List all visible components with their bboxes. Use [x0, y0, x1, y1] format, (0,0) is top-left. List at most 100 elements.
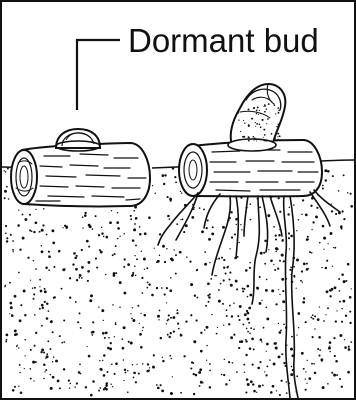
soil-dot: [139, 233, 142, 236]
soil-dot: [204, 251, 206, 253]
soil-dot: [204, 263, 207, 266]
soil-dot: [125, 372, 127, 374]
soil-dot: [200, 381, 203, 384]
soil-dot: [112, 304, 114, 306]
soil-dot: [52, 361, 53, 362]
soil-dot: [130, 218, 132, 220]
soil-dot: [158, 319, 159, 320]
shoot-dot: [255, 122, 256, 123]
soil-dot: [252, 383, 254, 385]
soil-dot: [172, 316, 175, 319]
soil-dot: [199, 207, 201, 209]
soil-dot: [249, 267, 251, 269]
soil-dot: [133, 377, 135, 379]
soil-dot: [264, 263, 266, 265]
soil-dot: [222, 226, 225, 229]
soil-dot: [245, 354, 247, 356]
soil-dot: [69, 296, 71, 298]
soil-dot: [5, 225, 7, 227]
shoot-dot: [238, 119, 239, 120]
soil-dot: [208, 296, 210, 298]
soil-dot: [166, 323, 167, 324]
soil-dot: [39, 279, 41, 281]
soil-dot: [238, 347, 240, 349]
soil-dot: [78, 312, 80, 314]
soil-dot: [161, 287, 163, 289]
shoot-dot: [254, 140, 255, 141]
soil-dot: [18, 386, 19, 387]
soil-dot: [218, 289, 220, 291]
soil-dot: [111, 363, 113, 365]
soil-dot: [333, 374, 336, 377]
soil-dot: [223, 259, 225, 261]
soil-dot: [200, 332, 202, 334]
soil-dot: [43, 208, 45, 210]
soil-dot: [245, 269, 248, 272]
soil-dot: [34, 345, 36, 347]
soil-dot: [248, 307, 251, 310]
shoot-dot: [268, 103, 270, 105]
soil-dot: [307, 238, 309, 240]
shoot-dot: [248, 136, 250, 138]
soil-dot: [131, 318, 133, 320]
soil-dot: [270, 260, 273, 263]
soil-dot: [318, 336, 321, 339]
soil-dot: [275, 347, 278, 350]
soil-dot: [216, 275, 217, 276]
soil-dot: [325, 314, 326, 315]
soil-dot: [267, 214, 270, 217]
soil-dot: [180, 191, 181, 192]
soil-dot: [264, 371, 265, 372]
soil-dot: [305, 378, 306, 379]
soil-dot: [11, 314, 14, 317]
soil-dot: [311, 229, 312, 230]
soil-dot: [282, 300, 285, 303]
soil-dot: [223, 279, 225, 281]
soil-dot: [112, 386, 113, 387]
soil-dot: [339, 334, 342, 337]
soil-dot: [265, 307, 267, 309]
shoot-dot: [277, 136, 278, 137]
soil-dot: [329, 295, 331, 297]
soil-dot: [319, 349, 321, 351]
soil-dot: [344, 346, 347, 349]
soil-dot: [18, 209, 19, 210]
soil-dot: [46, 302, 48, 304]
soil-dot: [332, 175, 334, 177]
soil-dot: [175, 181, 177, 183]
soil-dot: [18, 272, 20, 274]
soil-dot: [157, 387, 160, 390]
soil-dot: [162, 357, 163, 358]
soil-dot: [208, 238, 211, 241]
soil-dot: [220, 283, 222, 285]
soil-dot: [181, 192, 182, 193]
soil-dot: [239, 305, 242, 308]
soil-dot: [323, 320, 325, 322]
soil-dot: [85, 386, 87, 388]
soil-dot: [326, 260, 328, 262]
soil-dot: [209, 386, 212, 389]
soil-dot: [156, 384, 158, 386]
soil-dot: [249, 347, 252, 350]
soil-dot: [147, 363, 149, 365]
soil-dot: [63, 319, 65, 321]
soil-dot: [57, 380, 60, 383]
soil-dot: [23, 290, 26, 293]
soil-dot: [230, 211, 232, 213]
soil-dot: [277, 267, 279, 269]
soil-dot: [293, 266, 295, 268]
soil-dot: [63, 368, 65, 370]
soil-dot: [237, 315, 239, 317]
soil-dot: [30, 280, 31, 281]
soil-dot: [228, 323, 230, 325]
soil-dot: [123, 359, 125, 361]
soil-dot: [207, 295, 209, 297]
soil-dot: [19, 364, 21, 366]
soil-dot: [92, 228, 94, 230]
soil-dot: [328, 347, 331, 350]
soil-dot: [178, 328, 180, 330]
soil-dot: [117, 238, 118, 239]
soil-dot: [106, 236, 109, 239]
soil-dot: [232, 362, 234, 364]
shoot-dot: [256, 123, 258, 125]
